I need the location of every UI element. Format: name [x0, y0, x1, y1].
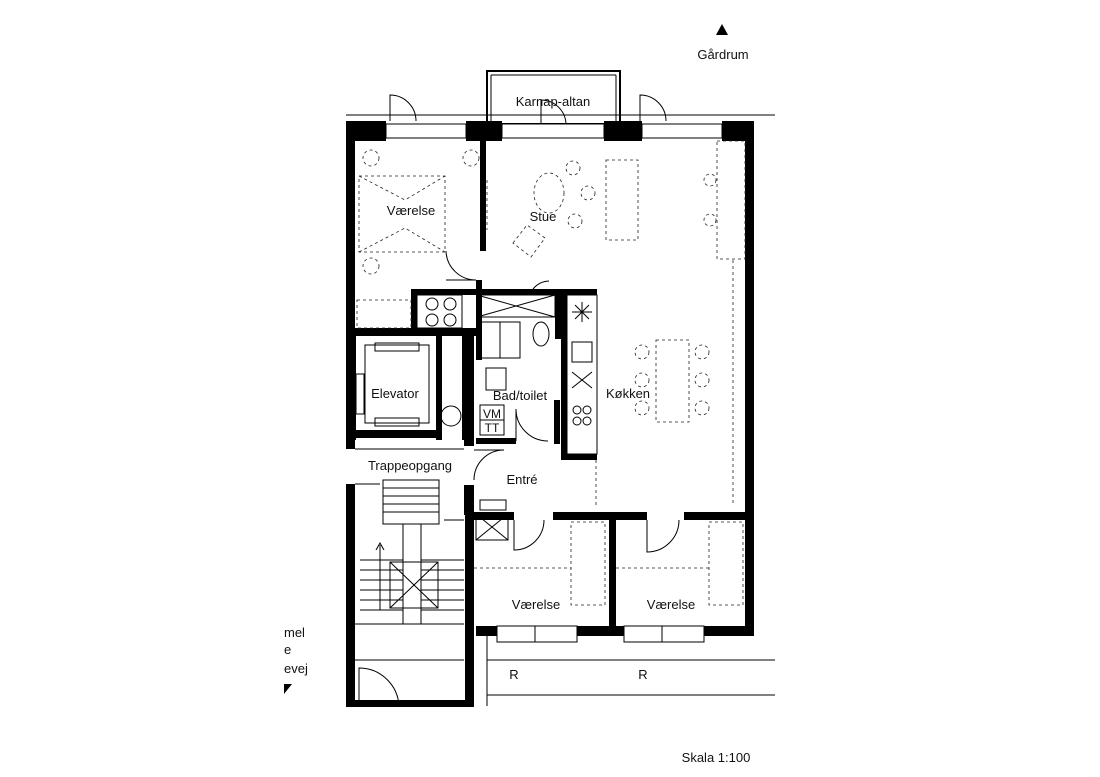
bedroom-1-label: Værelse	[387, 203, 435, 218]
entry: Entré	[475, 472, 538, 541]
balcony-label: Karnap-altan	[516, 94, 590, 109]
street-line-2: e	[284, 642, 291, 657]
bedroom-3: Værelse	[616, 521, 744, 643]
bathroom: VM TT Bad/toilet	[479, 321, 550, 436]
entry-label: Entré	[506, 472, 537, 487]
scale-label: Skala 1:100	[682, 750, 751, 765]
north-label: Gårdrum	[697, 47, 748, 62]
street-line-3: evej	[284, 661, 308, 676]
radiator-1-label: R	[509, 667, 518, 682]
kitchen: Køkken	[566, 294, 710, 505]
bathroom-label: Bad/toilet	[493, 388, 548, 403]
street-line-1: mel	[284, 625, 305, 640]
radiators: R R	[509, 667, 647, 682]
north-arrow-icon	[716, 24, 728, 35]
living-room: Stue	[512, 140, 746, 505]
street-arrow-icon	[284, 684, 292, 694]
exterior-doors	[389, 94, 667, 122]
bedroom-3-label: Værelse	[647, 597, 695, 612]
balcony: Karnap-altan	[486, 70, 621, 126]
bedroom-1: Værelse	[356, 149, 488, 329]
living-room-label: Stue	[530, 209, 557, 224]
bedroom-2: Værelse	[474, 521, 606, 643]
bedroom-2-label: Værelse	[512, 597, 560, 612]
stairwell: Trappeopgang	[355, 448, 464, 661]
elevator: Elevator	[355, 342, 462, 427]
kitchen-label: Køkken	[606, 386, 650, 401]
interior-doors	[358, 250, 680, 708]
stair-arrow-icon	[375, 541, 385, 551]
north-marker: Gårdrum	[697, 24, 749, 62]
elevator-label: Elevator	[371, 386, 419, 401]
stairwell-label: Trappeopgang	[368, 458, 452, 473]
street-name: mel e evej	[284, 625, 308, 694]
shaft	[416, 294, 556, 329]
dryer-label: TT	[485, 421, 500, 435]
radiator-2-label: R	[638, 667, 647, 682]
washer-label: VM	[483, 407, 501, 421]
interior-walls	[346, 141, 754, 636]
